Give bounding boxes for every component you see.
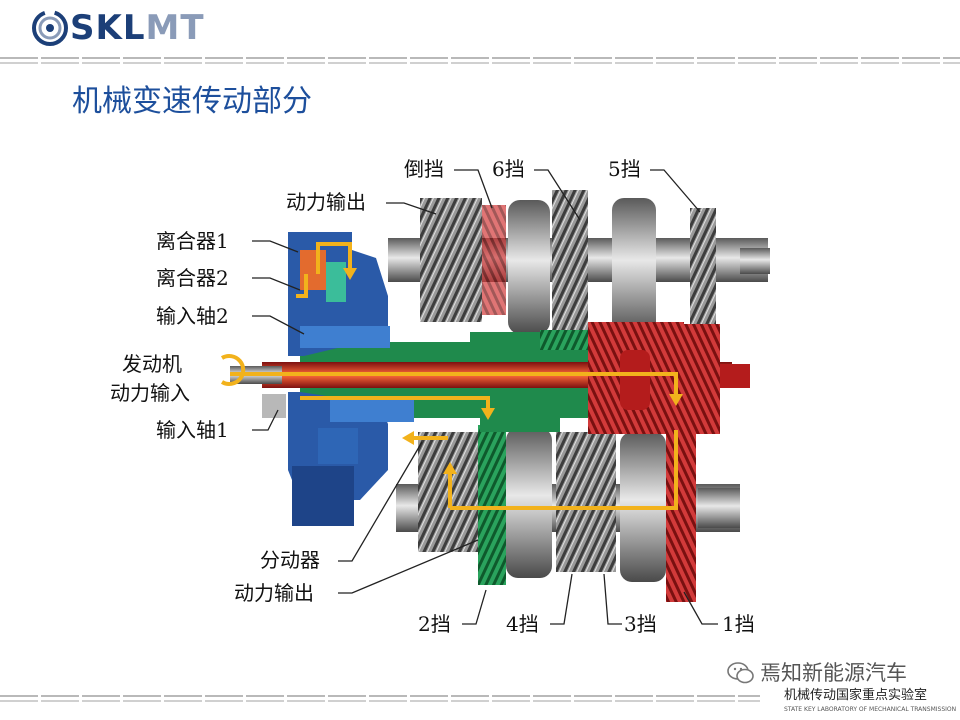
lower-gears <box>418 406 696 602</box>
label-engine-input-line1: 发动机 <box>122 352 182 376</box>
footer-rule <box>0 690 960 709</box>
label-gear-1: 1挡 <box>722 612 755 636</box>
label-engine-input-line2: 动力输入 <box>110 381 190 405</box>
label-input-shaft-1: 输入轴1 <box>156 418 229 442</box>
dual-clutch-housing <box>288 232 414 526</box>
power-flow-arrowheads <box>220 268 683 474</box>
watermark-text: 焉知新能源汽车 <box>760 661 907 685</box>
label-input-shaft-2: 输入轴2 <box>156 304 229 328</box>
label-gear-6: 6挡 <box>492 157 525 181</box>
label-reverse-gear: 倒挡 <box>404 157 444 181</box>
page-title: 机械变速传动部分 <box>72 84 312 119</box>
leader-lines <box>252 169 718 625</box>
lab-name-text: 机械传动国家重点实验室 <box>784 688 928 703</box>
sklmt-ring-logo-icon <box>32 10 68 46</box>
upper-gears <box>420 190 716 340</box>
header-rule <box>0 52 960 71</box>
label-power-output-bottom: 动力输出 <box>234 581 314 605</box>
power-flow-arrows <box>230 242 678 510</box>
label-clutch-2: 离合器2 <box>156 266 229 290</box>
wechat-icon <box>727 662 754 684</box>
label-gear-4: 4挡 <box>506 612 539 636</box>
logo-text-secondary: MT <box>145 8 205 48</box>
logo-text-primary: SKL <box>70 8 146 48</box>
label-gear-3: 3挡 <box>624 612 657 636</box>
label-power-output-top: 动力输出 <box>286 190 366 214</box>
label-gear-2: 2挡 <box>418 612 451 636</box>
label-transfer-gear: 分动器 <box>260 548 320 572</box>
label-clutch-1: 离合器1 <box>156 229 229 253</box>
lab-subtitle-text: STATE KEY LABORATORY OF MECHANICAL TRANS… <box>784 706 957 713</box>
label-gear-5: 5挡 <box>608 157 641 181</box>
